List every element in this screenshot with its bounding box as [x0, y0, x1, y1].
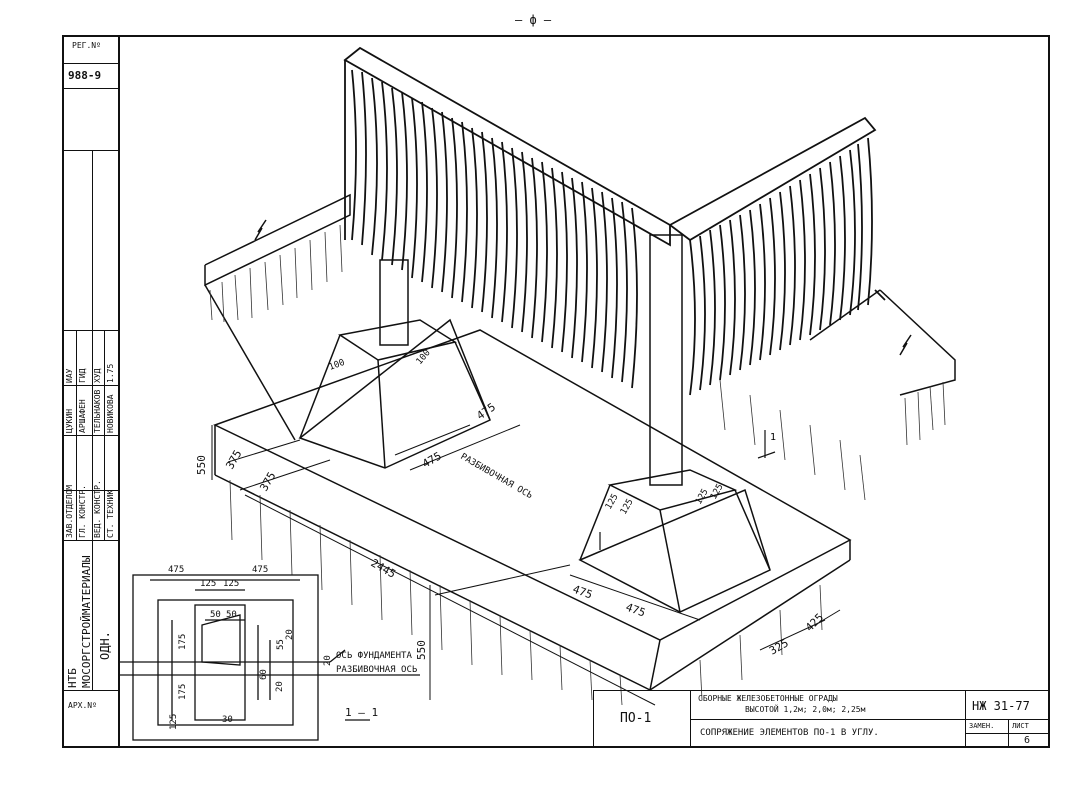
dim-425: 425: [803, 611, 826, 634]
staff-role-3: ВЕД. КОНСТР.: [93, 480, 102, 538]
axis-marking-iso: РАЗБИВОЧНАЯ ОСЬ: [459, 452, 535, 502]
dimension-texts: 550 375 375 475 475 РАЗБИВОЧНАЯ ОСЬ 2445…: [195, 348, 826, 660]
plan-dim-50-a: 50: [210, 610, 221, 620]
plan-dim-125-b: 125: [223, 579, 239, 589]
sheet-number: 6: [1024, 735, 1031, 746]
dim-375-b: 375: [257, 470, 278, 494]
plan-dim-125: 125: [169, 714, 179, 730]
plan-dim-20-b: 20: [275, 681, 285, 692]
staff-role-2: ГЛ. КОНСТР.: [78, 485, 87, 538]
plan-dim-175-a: 175: [178, 634, 188, 650]
staff-date-4: 1.75: [106, 363, 115, 383]
plan-dim-20-a: 20: [285, 629, 295, 640]
reg-number: 988-9: [68, 69, 102, 82]
dim-550-right: 550: [415, 640, 428, 660]
staff-date-3: ХУД: [93, 368, 102, 383]
section-arrows: [599, 430, 776, 550]
sheet-label: ЛИСТ: [1012, 722, 1029, 730]
series-title-line2: ВЫСОТОЙ 1,2м; 2,0м; 2,25м: [745, 705, 866, 714]
dim-475-d: 475: [624, 601, 647, 620]
dim-125-b: 125: [619, 497, 636, 516]
staff-name-4: НОВИКОВА: [106, 394, 115, 433]
plan-view: [120, 574, 420, 741]
ground-outline: [204, 193, 956, 691]
dim-475-a: 475: [474, 400, 498, 422]
plan-dims: 475 475 125 125 50 50 175 175 125 55 20 …: [168, 565, 418, 730]
doc-number: НЖ 31-77: [972, 699, 1030, 713]
replaces-label: ЗАМЕН.: [969, 722, 995, 730]
plan-dim-30: 30: [222, 715, 233, 725]
plan-dim-475-a: 475: [168, 565, 184, 575]
section-mark: 1 — 1: [345, 706, 378, 719]
page-code: ОДН.: [98, 631, 112, 660]
arch-label: АРХ.Nº: [68, 701, 97, 710]
series-title-line1: СБОРНЫЕ ЖЕЛЕЗОБЕТОННЫЕ ОГРАДЫ: [698, 694, 838, 703]
staff-name-3: ТЕЛЬНАКОВ: [93, 389, 102, 433]
dim-550-left: 550: [195, 455, 208, 475]
staff-name-2: АРШАФЕН: [78, 399, 87, 433]
dim-2445: 2445: [369, 556, 398, 581]
axis-foundation-label: ОСЬ ФУНДАМЕНТА: [336, 651, 412, 661]
staff-role-1: ЗАВ.ОТДЕЛОМ: [65, 485, 74, 538]
break-marks: [254, 219, 912, 356]
dim-375-a: 375: [223, 448, 244, 472]
staff-name-1: ЦУКИН: [65, 408, 74, 433]
drawing-frame: [62, 35, 1050, 748]
staff-date-2: ГИД: [78, 368, 87, 383]
plan-dim-475-b: 475: [252, 565, 268, 575]
dim-325: 325: [767, 636, 791, 657]
fence-panel-right: [668, 116, 886, 396]
stamp-column: [62, 35, 120, 748]
dimension-lines: [211, 424, 841, 706]
arrow-label: 1: [770, 432, 776, 443]
drawing-code: ПО-1: [620, 711, 652, 726]
plan-dim-50-b: 50: [226, 610, 237, 620]
org-name: МОСОРГСТРОЙМАТЕРИАЛЫ: [80, 555, 93, 688]
org-code: НТБ: [66, 668, 79, 688]
soil-hatching: [209, 224, 946, 706]
isometric-fence-drawing: 550 375 375 475 475 РАЗБИВОЧНАЯ ОСЬ 2445…: [120, 46, 956, 741]
staff-date-1: ИАУ: [65, 368, 74, 383]
axis-marking-label: РАЗБИВОЧНАЯ ОСЬ: [336, 665, 418, 675]
fence-panel-left: [343, 46, 671, 389]
staff-role-4: СТ. ТЕХНИК: [106, 489, 115, 538]
sheet-title: СОПРЯЖЕНИЕ ЭЛЕМЕНТОВ ПО-1 В УГЛУ.: [700, 728, 879, 738]
plan-dim-175-b: 175: [178, 684, 188, 700]
top-mark: — ф —: [515, 13, 552, 27]
plan-dim-125-a: 125: [200, 579, 216, 589]
dim-475-c: 475: [571, 583, 594, 602]
plan-dim-55: 55: [276, 639, 286, 650]
plan-dim-20-c: 20: [323, 655, 333, 666]
dim-475-b: 475: [420, 449, 444, 470]
reg-label: РЕГ.Nº: [72, 41, 101, 50]
plan-dim-60: 60: [259, 669, 269, 680]
